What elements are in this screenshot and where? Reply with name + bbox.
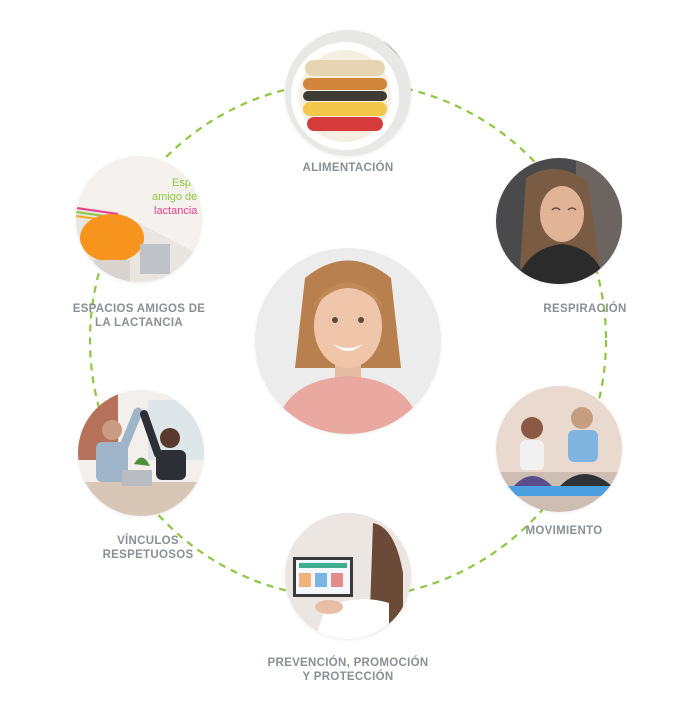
node-respiracion	[496, 158, 622, 284]
sign-line-3: lactancia	[154, 205, 198, 217]
node-movimiento	[496, 386, 622, 512]
node-alimentacion	[285, 30, 411, 156]
label-espacios: ESPACIOS AMIGOS DE LA LACTANCIA	[72, 303, 206, 329]
breathing-woman-image	[496, 158, 622, 284]
food-bowl-image	[285, 30, 411, 156]
center-portrait	[255, 248, 441, 434]
high-five-office-image	[78, 390, 204, 516]
yoga-couple-image	[496, 386, 622, 512]
node-prevencion	[285, 513, 411, 639]
label-movimiento: MOVIMIENTO	[525, 525, 603, 537]
lactation-room-image: Espacio amigo de la lactancia	[76, 156, 202, 282]
smiling-woman-image	[255, 248, 441, 434]
laptop-meeting-image	[285, 513, 411, 639]
label-prevencion: PREVENCIÓN, PROMOCIÓN Y PROTECCIÓN	[267, 657, 429, 683]
label-alimentacion: ALIMENTACIÓN	[302, 162, 394, 174]
node-espacios: Espacio amigo de la lactancia	[76, 156, 202, 282]
sign-line-2: amigo de la	[152, 191, 202, 203]
label-vinculos: VÍNCULOS RESPETUOSOS	[102, 535, 194, 561]
node-vinculos	[78, 390, 204, 516]
label-respiracion: RESPIRACIÓN	[543, 303, 627, 315]
